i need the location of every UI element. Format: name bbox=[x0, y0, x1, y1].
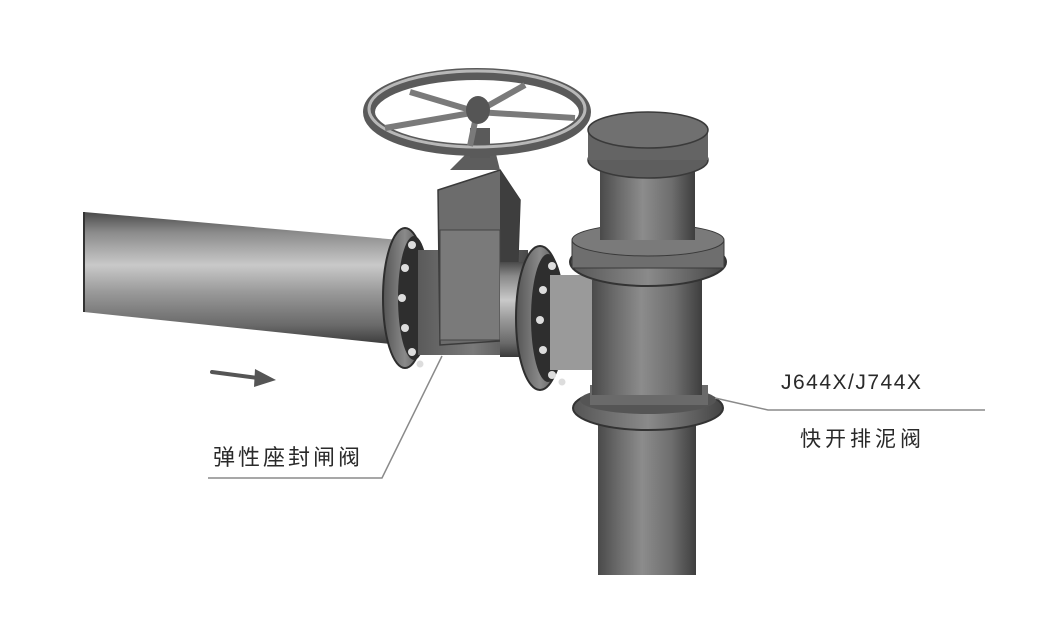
handwheel[interactable] bbox=[363, 68, 591, 156]
drain-valve-leader-line bbox=[714, 397, 985, 411]
drain-valve-model-label: J644X/J744X bbox=[781, 371, 923, 394]
arrow-right-icon bbox=[210, 369, 276, 387]
gate-valve-leader-line bbox=[208, 355, 443, 479]
drain-valve-name-label: 快开排泥阀 bbox=[800, 427, 925, 451]
drain-valve bbox=[569, 111, 727, 575]
gate-valve-label: 弹性座封闸阀 bbox=[213, 446, 364, 471]
inlet-pipe bbox=[83, 212, 400, 345]
